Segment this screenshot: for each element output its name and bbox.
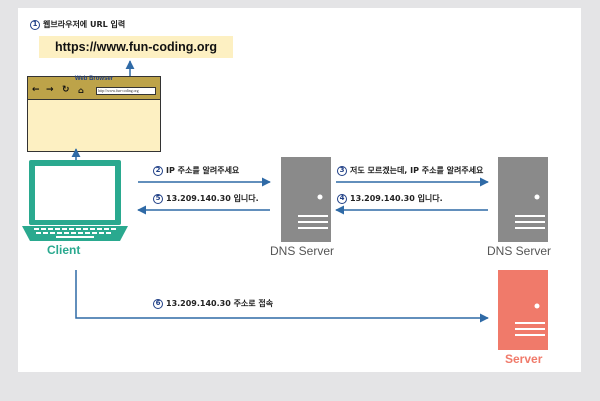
step-1-label: 1 웹브라우저에 URL 입력 xyxy=(30,19,125,30)
browser-title: Web Browser xyxy=(74,76,114,82)
dns-server-2-icon xyxy=(498,157,548,242)
home-icon: ⌂ xyxy=(78,86,84,95)
step-1-text: 웹브라우저에 URL 입력 xyxy=(43,20,126,29)
web-server-label: Server xyxy=(505,352,543,366)
step-2-text: IP 주소를 알려주세요 xyxy=(166,166,240,175)
dns-server-1-label: DNS Server xyxy=(270,244,335,258)
step-6-label: 6 13.209.140.30 주소로 접속 xyxy=(153,298,273,309)
step-6-number: 6 xyxy=(153,298,163,309)
browser-toolbar: Web Browser ← → ↻ ⌂ http://www.fun-codin… xyxy=(28,76,160,100)
web-server-icon xyxy=(498,270,548,350)
step-4-number: 4 xyxy=(337,193,347,204)
web-browser-window: Web Browser ← → ↻ ⌂ http://www.fun-codin… xyxy=(27,76,161,152)
step-2-label: 2 IP 주소를 알려주세요 xyxy=(153,165,239,176)
dns-server-1-icon xyxy=(281,157,331,242)
step-3-label: 3 저도 모르겠는데, IP 주소를 알려주세요 xyxy=(337,165,483,176)
step-3-text: 저도 모르겠는데, IP 주소를 알려주세요 xyxy=(350,166,484,175)
step-2-number: 2 xyxy=(153,165,163,176)
step-6-text: 13.209.140.30 주소로 접속 xyxy=(166,299,274,308)
browser-address-bar: http://www.fun-coding.org xyxy=(96,87,156,95)
arrow-step-6 xyxy=(75,270,489,323)
client-label: Client xyxy=(47,243,81,257)
diagram-graphics xyxy=(22,60,548,350)
step-1-number: 1 xyxy=(30,19,40,30)
url-highlight: https://www.fun-coding.org xyxy=(39,36,233,58)
step-4-text: 13.209.140.30 입니다. xyxy=(350,194,443,203)
forward-arrow-icon: → xyxy=(46,85,54,95)
step-5-text: 13.209.140.30 입니다. xyxy=(166,194,259,203)
dns-server-2-label: DNS Server xyxy=(487,244,552,258)
reload-icon: ↻ xyxy=(62,85,70,95)
step-4-label: 4 13.209.140.30 입니다. xyxy=(337,193,443,204)
step-3-number: 3 xyxy=(337,165,347,176)
diagram-slide: 1 웹브라우저에 URL 입력 https://www.fun-coding.o… xyxy=(18,8,581,372)
step-5-number: 5 xyxy=(153,193,163,204)
step-5-label: 5 13.209.140.30 입니다. xyxy=(153,193,259,204)
client-laptop-icon xyxy=(22,160,128,241)
back-arrow-icon: ← xyxy=(32,85,40,95)
